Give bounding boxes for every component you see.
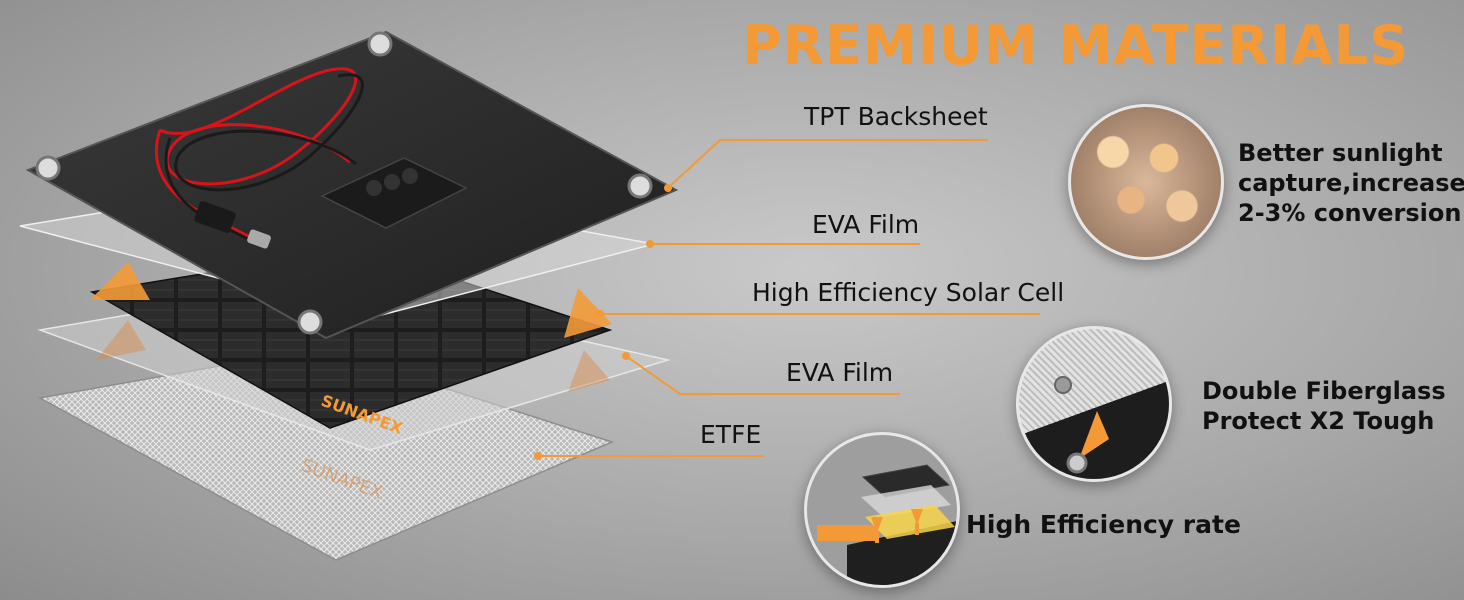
grommet-icons (35, 31, 653, 335)
feature-sunlight-line-2: capture,increase (1238, 169, 1464, 197)
stacked-layers-icon (817, 464, 957, 585)
label-etfe: ETFE (700, 420, 762, 449)
feature-sunlight-line-1: Better sunlight (1238, 139, 1443, 167)
corner-marker-icon (564, 288, 612, 338)
feature-sunlight-line-3: 2-3% conversion (1238, 199, 1462, 227)
label-eva-film-bottom: EVA Film (786, 358, 894, 387)
feature-sunlight-text: Better sunlight capture,increase 2-3% co… (1238, 138, 1464, 228)
sae-connector (194, 201, 271, 249)
label-eva-film-top: EVA Film (812, 210, 920, 239)
label-solar-cell: High Efficiency Solar Cell (752, 278, 1065, 307)
feature-efficiency-text: High Efficiency rate (966, 510, 1241, 539)
efficiency-detail-image (804, 432, 960, 588)
corner-marker-icon (96, 320, 146, 360)
fiberglass-detail-image (1016, 326, 1172, 482)
corner-marker-icon (90, 262, 150, 300)
label-tpt-backsheet: TPT Backsheet (804, 102, 988, 131)
feature-fiberglass-text: Double Fiberglass Protect X2 Tough (1202, 376, 1446, 436)
feature-fiberglass-line-2: Protect X2 Tough (1202, 407, 1435, 435)
feature-fiberglass-line-1: Double Fiberglass (1202, 377, 1446, 405)
fiberglass-corner-icon (1054, 376, 1109, 474)
corner-marker-icon (568, 350, 610, 392)
cable-bundle (154, 67, 364, 248)
page-title: PREMIUM MATERIALS (742, 14, 1410, 77)
junction-box (320, 157, 468, 229)
sunlight-texture-image (1068, 104, 1224, 260)
